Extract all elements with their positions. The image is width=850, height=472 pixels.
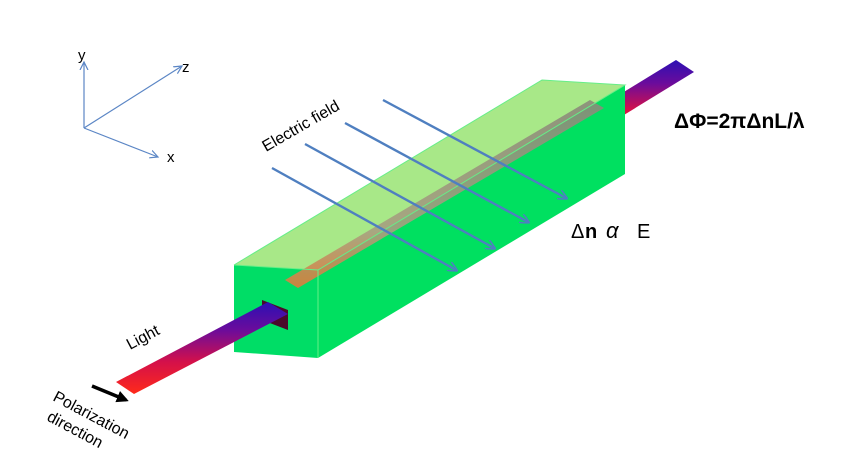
relation-delta: Δ: [571, 221, 584, 243]
x-axis-label: x: [167, 149, 175, 166]
x-axis: [83, 127, 158, 157]
crystal-top-face: [234, 80, 625, 270]
field-arrow-4: [382, 98, 566, 198]
field-arrow-2: [304, 142, 494, 248]
relation-n: n: [585, 221, 597, 243]
z-axis: [83, 66, 182, 129]
field-arrow-3: [344, 121, 528, 222]
electric-field-arrows: [271, 98, 566, 270]
relation-E: E: [637, 221, 650, 243]
index-change-relation: Δ n α E: [571, 218, 650, 243]
relation-alpha: α: [606, 218, 620, 243]
crystal: [233, 79, 627, 358]
z-axis-label: z: [182, 59, 190, 76]
field-arrow-1: [271, 166, 456, 270]
crystal-right-face: [318, 85, 625, 358]
phase-equation: ΔΦ=2πΔnL/λ: [674, 110, 805, 133]
electric-field-label: Electric field: [260, 98, 343, 156]
light-beam-input: [116, 302, 288, 394]
polarization-arrow: [91, 384, 129, 403]
light-label: Light: [124, 322, 163, 354]
y-axis-label: y: [78, 47, 86, 64]
axis-triad: y z x: [78, 47, 190, 166]
